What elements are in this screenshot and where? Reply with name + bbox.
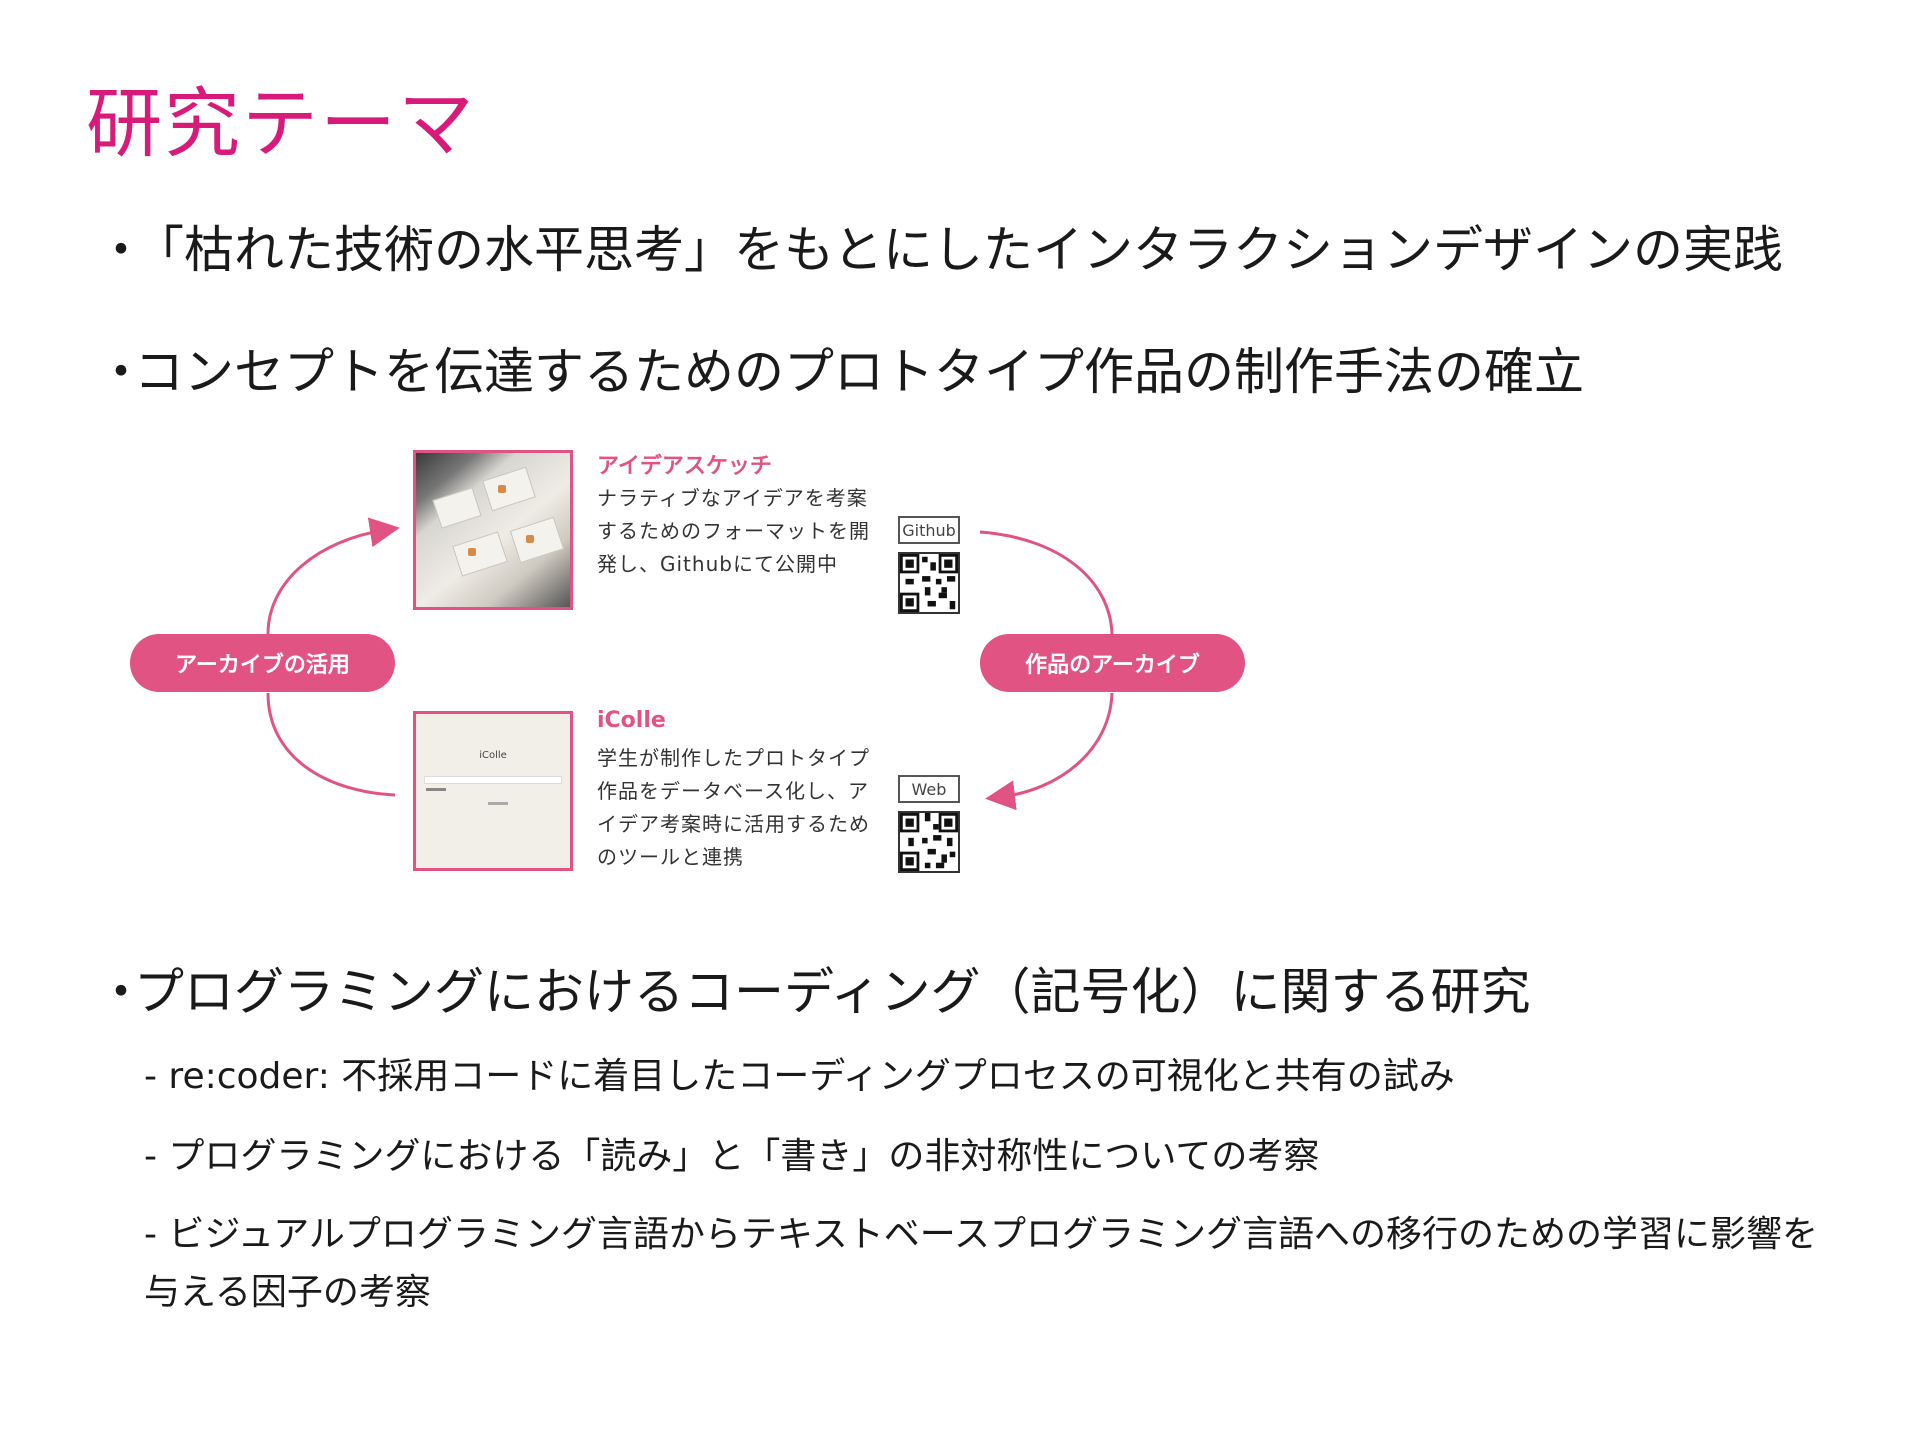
- work-archive-pill: 作品のアーカイブ: [980, 634, 1245, 692]
- idea-sketch-photo: [413, 450, 573, 610]
- bullet-text: 「枯れた技術の水平思考」をもとにしたインタラクションデザインの実践: [134, 221, 1783, 279]
- web-link-tag[interactable]: Web: [898, 775, 960, 803]
- icolle-description: 学生が制作したプロトタイプ作品をデータベース化し、アイデア考案時に活用するための…: [597, 746, 870, 869]
- bullet-text: プログラミングにおけるコーディング（記号化）に関する研究: [134, 963, 1531, 1021]
- idea-sketch-description: ナラティブなアイデアを考案するためのフォーマットを開発し、Githubにて公開中: [597, 486, 870, 576]
- sub-item: - プログラミングにおける「読み」と「書き」の非対称性についての考察: [144, 1136, 1320, 1177]
- arrow-right-top: [979, 530, 1114, 635]
- bullet-item: ・「枯れた技術の水平思考」をもとにしたインタラクションデザインの実践: [96, 210, 1783, 282]
- arrow-left-bottom: [266, 692, 396, 797]
- icolle-screen-title: iColle: [479, 750, 507, 761]
- arrow-left-top: [266, 517, 400, 635]
- icolle-title: iColle: [597, 708, 666, 733]
- sub-item: - re:coder: 不採用コードに着目したコーディングプロセスの可視化と共有…: [144, 1056, 1455, 1097]
- arrow-right-bottom: [985, 692, 1114, 811]
- page-title: 研究テーマ: [86, 79, 476, 168]
- bullet-item: ・プログラミングにおけるコーディング（記号化）に関する研究: [96, 952, 1531, 1024]
- bullet-marker: ・: [96, 963, 146, 1021]
- idea-sketch-title: アイデアスケッチ: [597, 454, 772, 479]
- icolle-screenshot: iColle: [413, 711, 573, 871]
- github-qr-code-icon[interactable]: [898, 552, 960, 614]
- archive-use-pill: アーカイブの活用: [130, 634, 395, 692]
- github-link-tag[interactable]: Github: [898, 516, 960, 544]
- web-qr-code-icon[interactable]: [898, 811, 960, 873]
- bullet-item: ・コンセプトを伝達するためのプロトタイプ作品の制作手法の確立: [96, 332, 1584, 404]
- bullet-text: コンセプトを伝達するためのプロトタイプ作品の制作手法の確立: [134, 343, 1584, 401]
- sub-item: - ビジュアルプログラミング言語からテキストベースプログラミング言語への移行のた…: [144, 1214, 1818, 1313]
